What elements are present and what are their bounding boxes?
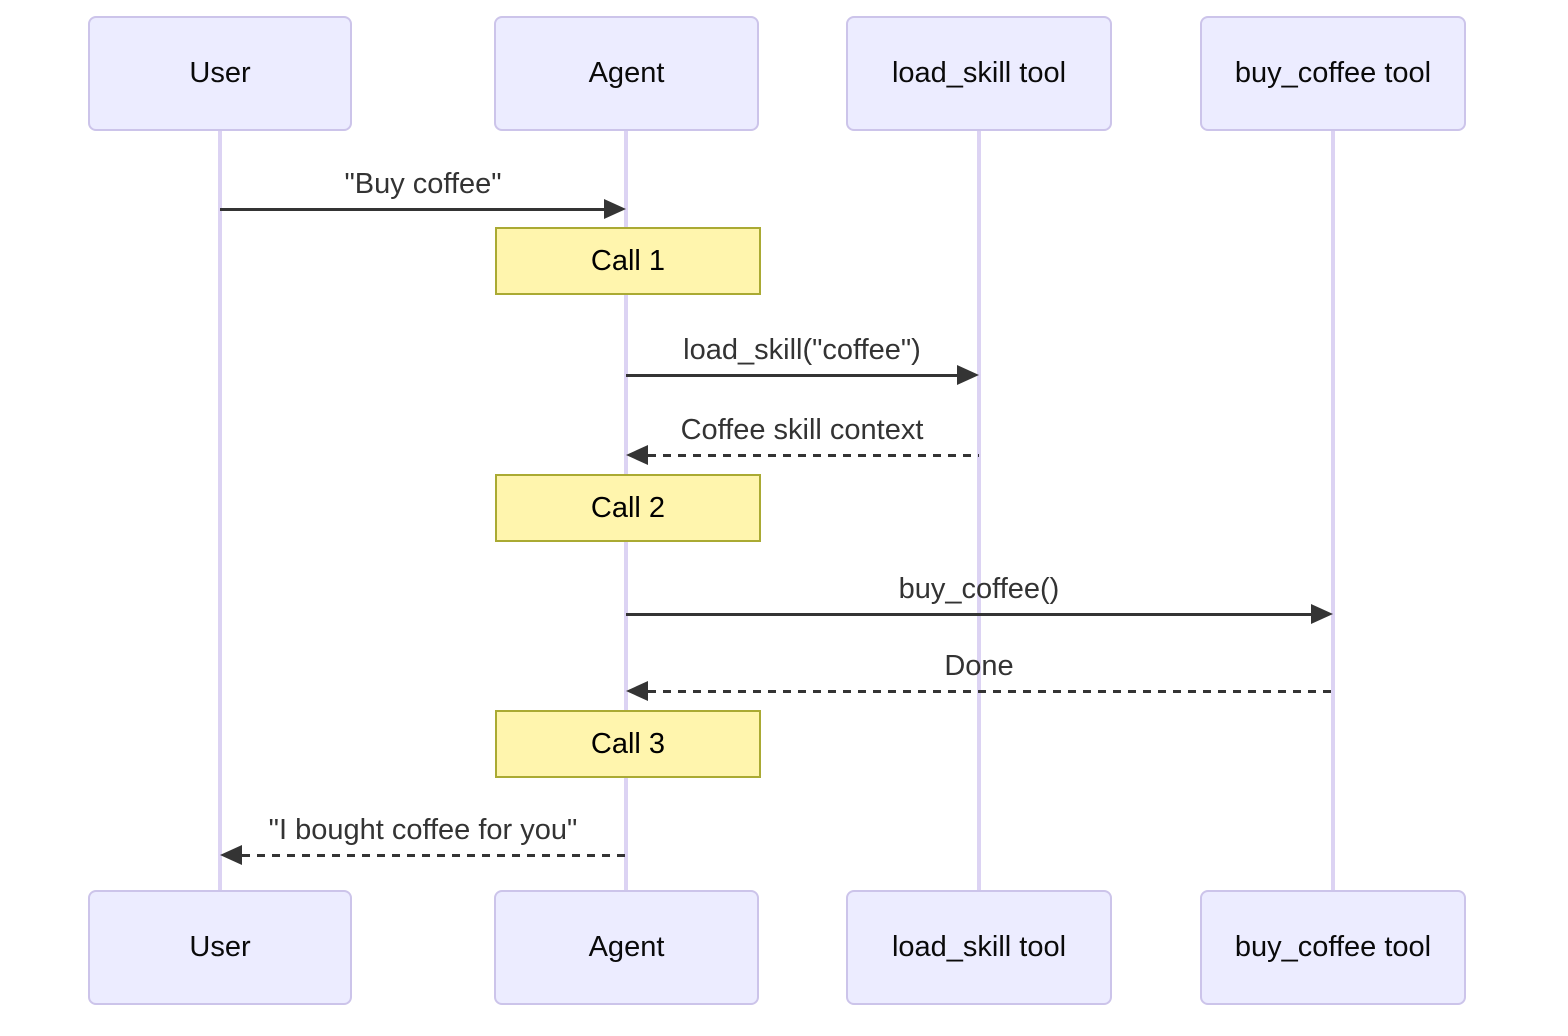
actor-top-buy-coffee-tool: buy_coffee tool	[1200, 16, 1466, 131]
arrowhead-left-icon	[626, 681, 648, 701]
actor-top-agent: Agent	[494, 16, 759, 131]
message-line	[626, 613, 1311, 616]
actor-label: Agent	[588, 57, 665, 89]
arrowhead-right-icon	[1311, 604, 1333, 624]
note-call-3: Call 3	[495, 710, 761, 778]
message-label: Coffee skill context	[680, 414, 924, 446]
actor-label: buy_coffee tool	[1234, 931, 1432, 963]
message-label: load_skill("coffee")	[683, 334, 921, 366]
actor-bottom-agent: Agent	[494, 890, 759, 1005]
lifeline-buy-coffee-tool	[1331, 131, 1335, 890]
actor-label: load_skill tool	[891, 57, 1067, 89]
actor-label: User	[189, 57, 251, 89]
actor-top-user: User	[88, 16, 352, 131]
message-line	[626, 374, 957, 377]
actor-label: User	[189, 931, 251, 963]
actor-label: Agent	[588, 931, 665, 963]
message-label: "I bought coffee for you"	[268, 814, 578, 846]
actor-label: load_skill tool	[891, 931, 1067, 963]
arrowhead-left-icon	[626, 445, 648, 465]
actor-label: buy_coffee tool	[1234, 57, 1432, 89]
message-line	[648, 454, 979, 457]
message-line	[648, 690, 1333, 693]
actor-bottom-load-skill-tool: load_skill tool	[846, 890, 1112, 1005]
lifeline-user	[218, 131, 222, 890]
message-label: "Buy coffee"	[344, 168, 502, 200]
actor-top-load-skill-tool: load_skill tool	[846, 16, 1112, 131]
note-call-2: Call 2	[495, 474, 761, 542]
message-line	[242, 854, 626, 857]
actor-bottom-user: User	[88, 890, 352, 1005]
note-call-1: Call 1	[495, 227, 761, 295]
note-label: Call 2	[590, 491, 666, 524]
arrowhead-right-icon	[957, 365, 979, 385]
actor-bottom-buy-coffee-tool: buy_coffee tool	[1200, 890, 1466, 1005]
message-label: buy_coffee()	[898, 573, 1060, 605]
lifeline-load-skill-tool	[977, 131, 981, 890]
arrowhead-left-icon	[220, 845, 242, 865]
arrowhead-right-icon	[604, 199, 626, 219]
message-label: Done	[944, 650, 1014, 682]
note-label: Call 1	[590, 244, 666, 277]
note-label: Call 3	[590, 727, 666, 760]
message-line	[220, 208, 606, 211]
